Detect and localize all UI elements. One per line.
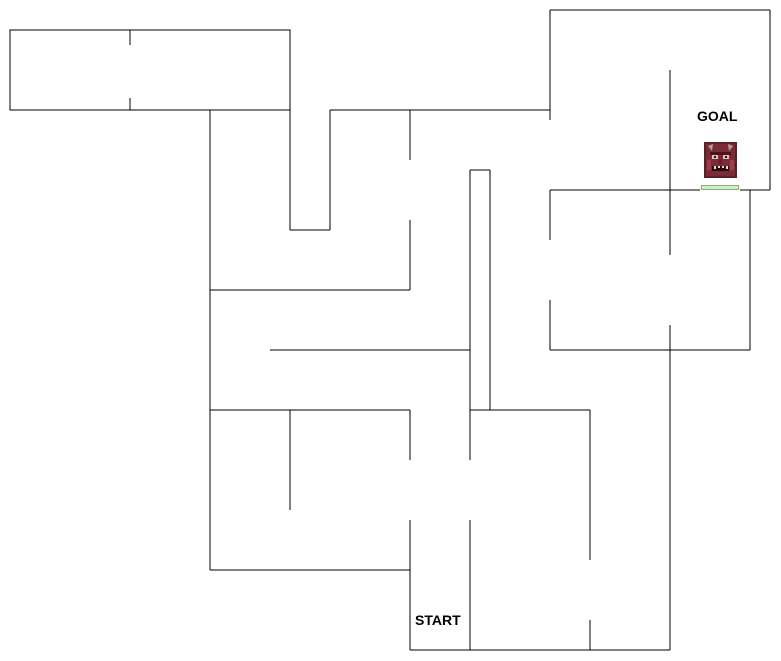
start-label: START bbox=[415, 612, 461, 628]
goal-label: GOAL bbox=[697, 108, 738, 124]
maze-walls bbox=[9, 9, 771, 651]
maze-wall bbox=[9, 29, 291, 111]
demon-face-icon[interactable] bbox=[704, 142, 737, 178]
goal-pad bbox=[701, 185, 739, 190]
